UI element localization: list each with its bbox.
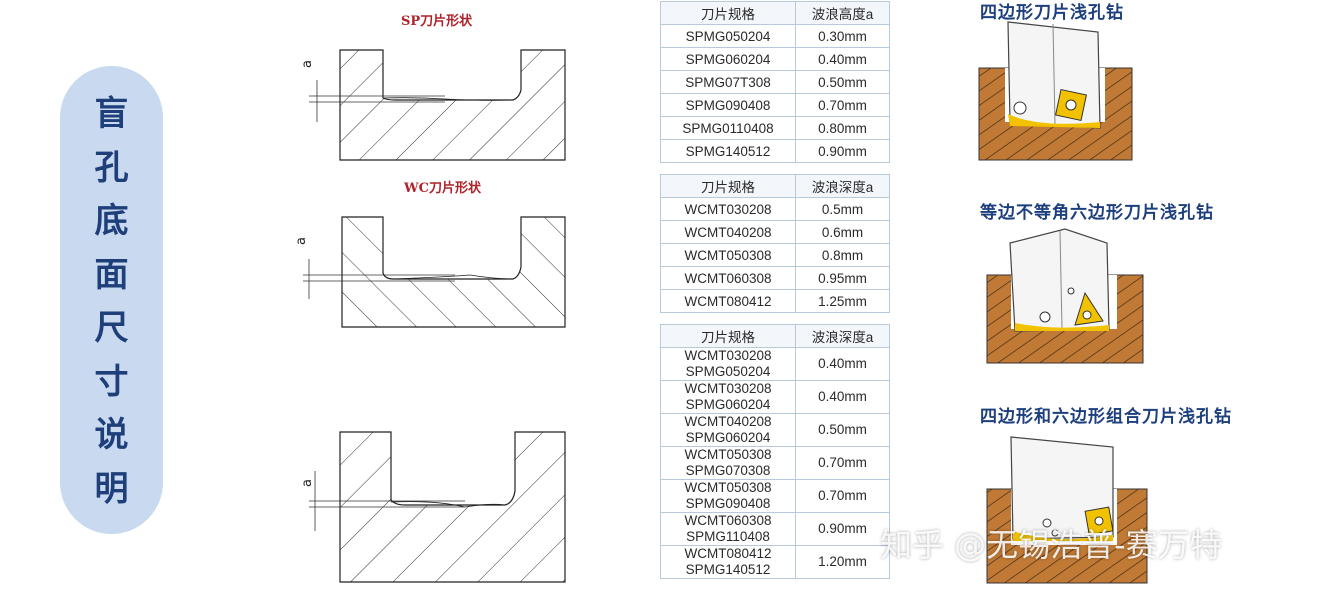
spec-cell: SPMG050204 bbox=[660, 24, 796, 48]
value-cell: 0.70mm bbox=[795, 479, 890, 513]
value-cell: 0.95mm bbox=[795, 266, 890, 290]
sp-diagram-title: SP刀片形状 bbox=[401, 14, 473, 29]
sidebar-char: 面 bbox=[94, 254, 129, 295]
sidebar-char: 底 bbox=[94, 201, 129, 241]
wc-cross-section-diagram: a bbox=[295, 216, 566, 328]
value-cell: 0.70mm bbox=[795, 93, 890, 117]
table-header: 波浪深度a bbox=[795, 324, 890, 348]
spec-cell: WCMT030208 bbox=[660, 197, 796, 221]
sidebar-char: 尺 bbox=[94, 308, 129, 348]
table-header: 刀片规格 bbox=[660, 324, 796, 348]
value-cell: 0.30mm bbox=[795, 24, 890, 48]
spec-cell: SPMG090408 bbox=[660, 93, 796, 117]
value-cell: 0.90mm bbox=[795, 139, 890, 163]
hexagon-insert-drill-illustration bbox=[986, 228, 1144, 364]
value-cell: 1.20mm bbox=[795, 545, 890, 579]
table-header: 波浪深度a bbox=[795, 174, 890, 198]
value-cell: 0.40mm bbox=[795, 380, 890, 414]
combined-cross-section-diagram: a bbox=[300, 431, 566, 583]
sidebar-char: 孔 bbox=[94, 147, 129, 188]
sidebar-char: 盲 bbox=[94, 94, 129, 134]
spec-cell: SPMG07T308 bbox=[660, 70, 796, 94]
value-cell: 0.6mm bbox=[795, 220, 890, 244]
spec-cell: SPMG0110408 bbox=[660, 116, 796, 140]
illustration-title-hexagon: 等边不等角六边形刀片浅孔钻 bbox=[980, 203, 1214, 223]
wc-diagram-title: WC刀片形状 bbox=[404, 181, 481, 196]
table-header: 波浪高度a bbox=[795, 1, 890, 25]
spec-cell: WCMT060308 bbox=[660, 266, 796, 290]
value-cell: 1.25mm bbox=[795, 289, 890, 313]
spec-cell: WCMT080412 bbox=[660, 289, 796, 313]
value-cell: 0.50mm bbox=[795, 413, 890, 447]
value-cell: 0.8mm bbox=[795, 243, 890, 267]
value-cell: 0.40mm bbox=[795, 47, 890, 71]
combined-insert-drill-illustration bbox=[986, 436, 1148, 584]
value-cell: 0.50mm bbox=[795, 70, 890, 94]
table-header: 刀片规格 bbox=[660, 1, 796, 25]
dim-label-a: a bbox=[300, 60, 315, 68]
value-cell: 0.90mm bbox=[795, 512, 890, 546]
value-cell: 0.80mm bbox=[795, 116, 890, 140]
watermark: 知乎 @无锡浩普-赛万特 bbox=[880, 526, 1222, 564]
sidebar-pill: 盲 孔 底 面 尺 寸 说 明 bbox=[60, 66, 163, 534]
spec-cell: SPMG060204 bbox=[660, 47, 796, 71]
square-insert-drill-illustration bbox=[978, 21, 1133, 161]
value-cell: 0.40mm bbox=[795, 347, 890, 381]
spec-cell: WCMT040208 bbox=[660, 220, 796, 244]
sidebar-char: 明 bbox=[94, 468, 129, 509]
sp-cross-section-diagram: a bbox=[300, 49, 566, 161]
illustration-title-square: 四边形刀片浅孔钻 bbox=[980, 3, 1124, 23]
value-cell: 0.5mm bbox=[795, 197, 890, 221]
sidebar-char: 说 bbox=[94, 415, 129, 455]
spec-cell: SPMG140512 bbox=[660, 139, 796, 163]
sidebar-char: 寸 bbox=[94, 361, 129, 402]
dim-label-a: a bbox=[295, 237, 309, 245]
sidebar-title: 盲 孔 底 面 尺 寸 说 明 bbox=[60, 88, 163, 516]
spec-cell: WCMT050308 bbox=[660, 243, 796, 267]
table-header: 刀片规格 bbox=[660, 174, 796, 198]
value-cell: 0.70mm bbox=[795, 446, 890, 480]
illustration-title-combined: 四边形和六边形组合刀片浅孔钻 bbox=[980, 407, 1232, 427]
dim-label-a: a bbox=[300, 479, 315, 487]
